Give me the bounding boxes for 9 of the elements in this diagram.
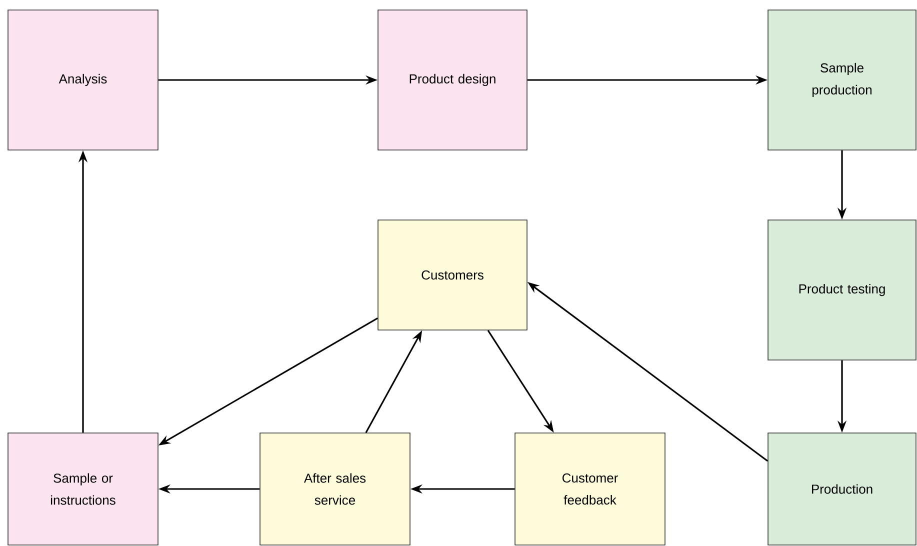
process-box: Customer feedback xyxy=(514,432,666,546)
process-box: Analysis xyxy=(8,10,158,150)
process-box: Product design xyxy=(378,10,528,150)
process-box: Sample production xyxy=(768,10,916,150)
process-box: After sales service xyxy=(260,432,410,546)
process-box: Product testing xyxy=(768,220,916,360)
process-box: Sample or instructions xyxy=(8,432,158,546)
process-box: Customers xyxy=(378,220,528,330)
process-box: Production xyxy=(768,432,916,546)
